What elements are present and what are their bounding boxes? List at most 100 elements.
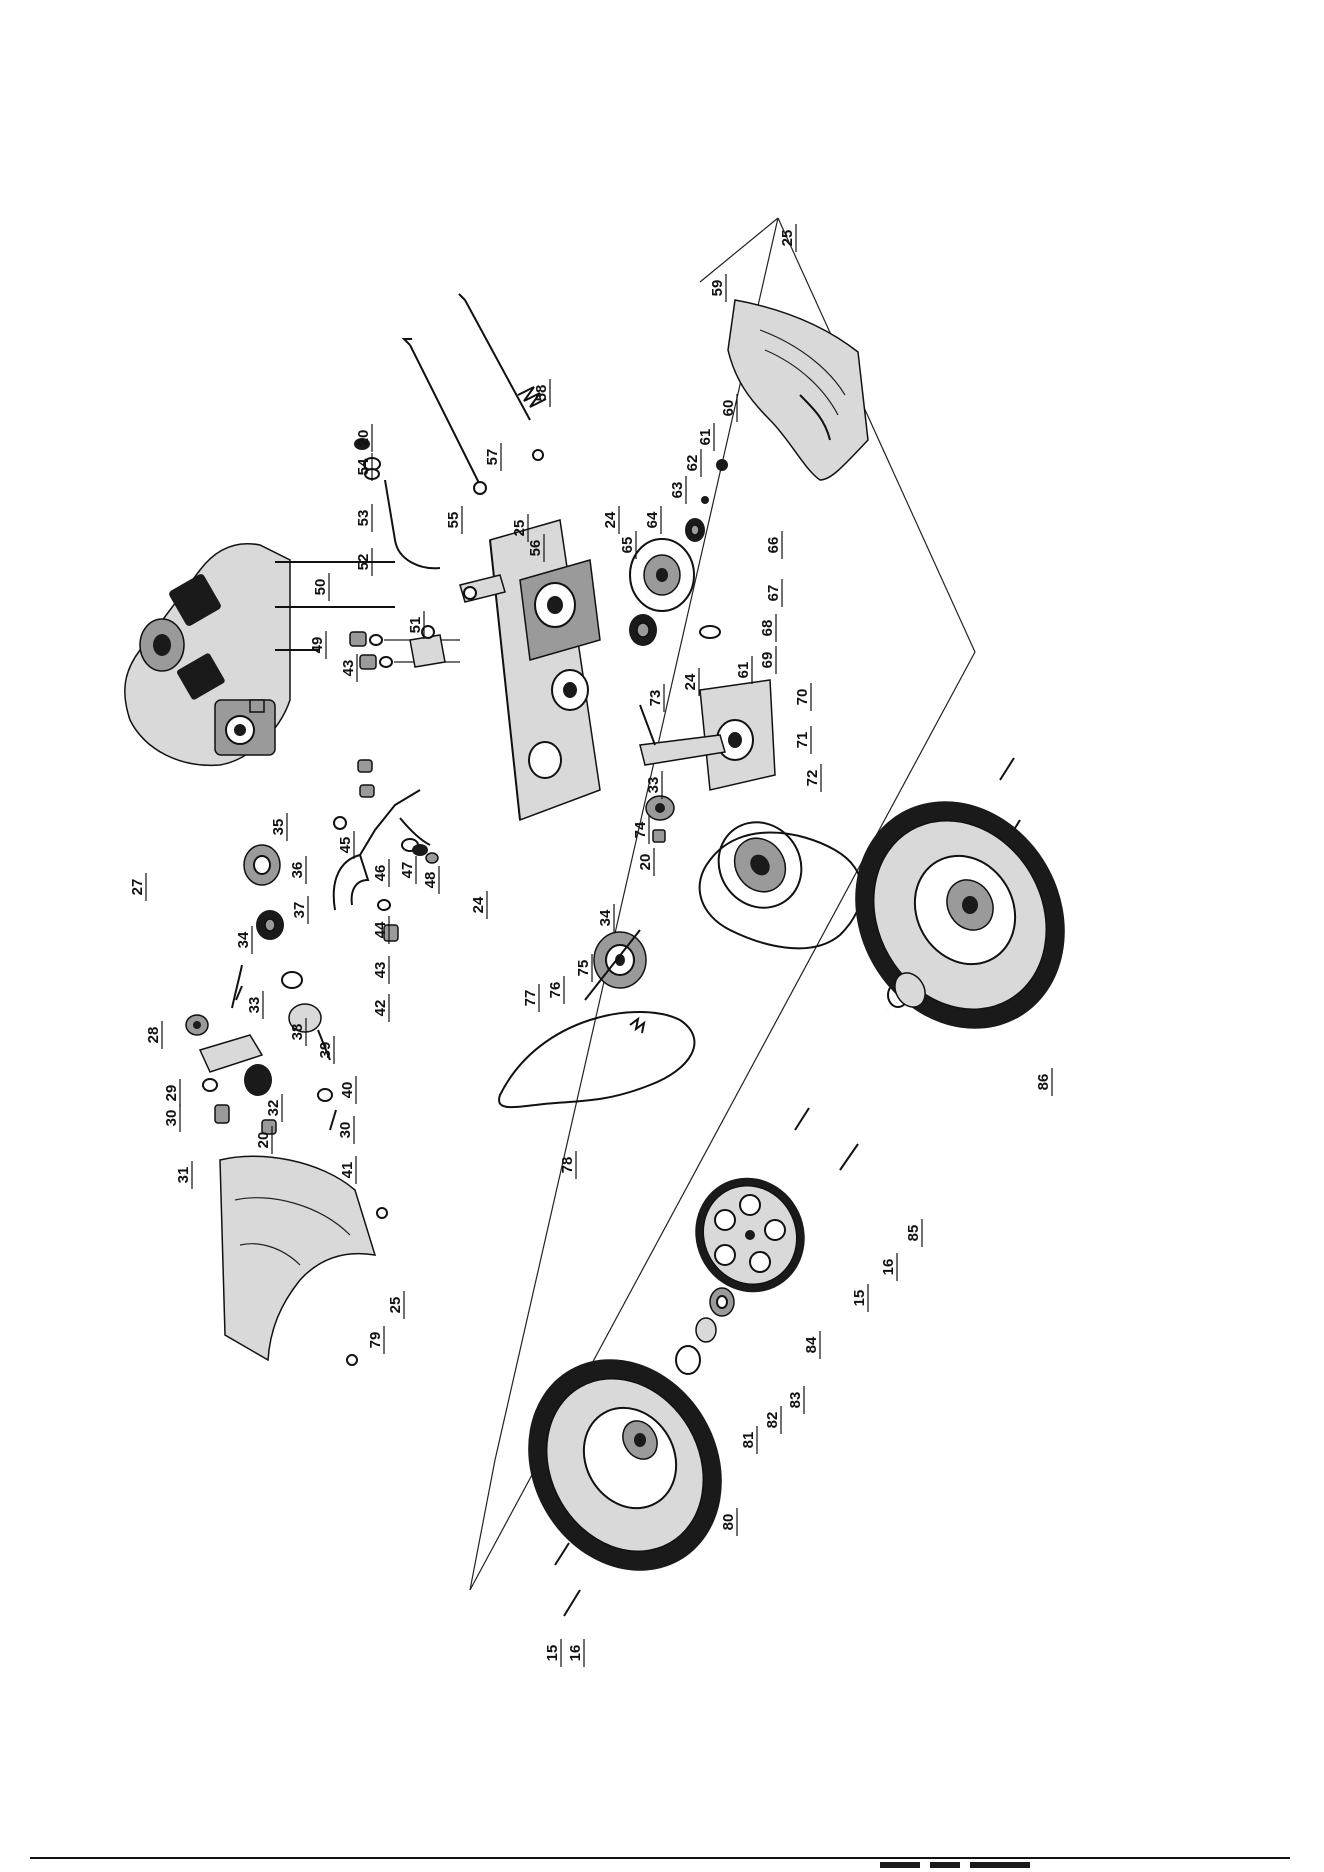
part-label-15: 15 — [851, 1290, 868, 1307]
part-label-20: 20 — [355, 430, 372, 447]
part-label-84: 84 — [803, 1336, 820, 1353]
part-label-38: 38 — [289, 1024, 306, 1041]
part-label-76: 76 — [547, 982, 564, 999]
part-label-79: 79 — [367, 1332, 384, 1349]
front-cover-79 — [220, 1156, 387, 1365]
part-label-69: 69 — [759, 652, 776, 669]
part-label-40: 40 — [339, 1082, 356, 1099]
part-label-25: 25 — [387, 1297, 404, 1314]
part-label-43: 43 — [372, 962, 389, 979]
idler-74 — [646, 796, 674, 842]
part-label-70: 70 — [794, 689, 811, 706]
part-label-34: 34 — [235, 931, 252, 948]
part-label-24: 24 — [470, 896, 487, 913]
part-label-60: 60 — [720, 400, 737, 417]
part-label-65: 65 — [619, 537, 636, 554]
part-label-61: 61 — [735, 662, 752, 679]
part-label-50: 50 — [312, 579, 329, 596]
part-label-30: 30 — [163, 1110, 180, 1127]
part-label-32: 32 — [265, 1100, 282, 1117]
pulley-36 — [244, 845, 330, 1060]
part-label-20: 20 — [637, 854, 654, 871]
part-label-54: 54 — [355, 458, 372, 475]
part-label-15: 15 — [544, 1645, 561, 1662]
part-label-51: 51 — [407, 617, 424, 634]
part-label-33: 33 — [246, 997, 263, 1014]
control-arm-52 — [354, 438, 505, 602]
clutch-assembly-75 — [585, 930, 646, 1033]
part-label-57: 57 — [484, 449, 501, 466]
part-label-35: 35 — [270, 819, 287, 836]
transmission-housing-56 — [490, 520, 600, 820]
part-label-33: 33 — [645, 777, 662, 794]
part-label-36: 36 — [289, 862, 306, 879]
part-label-30: 30 — [337, 1122, 354, 1139]
part-label-55: 55 — [445, 512, 462, 529]
drive-pulley-71 — [702, 806, 818, 924]
part-label-49: 49 — [309, 637, 326, 654]
part-label-82: 82 — [764, 1412, 781, 1429]
gear-84 — [677, 1160, 824, 1311]
part-label-86: 86 — [1035, 1074, 1052, 1091]
wheel-86 — [814, 763, 1105, 1067]
part-label-81: 81 — [740, 1432, 757, 1449]
part-label-44: 44 — [372, 921, 389, 938]
part-label-42: 42 — [372, 1000, 389, 1017]
footer-strip — [30, 1858, 1290, 1868]
part-label-45: 45 — [337, 837, 354, 854]
part-label-63: 63 — [669, 482, 686, 499]
part-label-85: 85 — [905, 1225, 922, 1242]
wheel-80 — [490, 1324, 759, 1607]
part-label-74: 74 — [632, 821, 649, 838]
part-label-78: 78 — [559, 1157, 576, 1174]
part-label-59: 59 — [709, 280, 726, 297]
part-label-66: 66 — [765, 537, 782, 554]
part-label-43: 43 — [340, 660, 357, 677]
part-label-31: 31 — [175, 1167, 192, 1184]
part-label-16: 16 — [567, 1645, 584, 1662]
part-label-68: 68 — [759, 620, 776, 637]
part-label-16: 16 — [880, 1259, 897, 1276]
part-label-20: 20 — [255, 1132, 272, 1149]
part-label-80: 80 — [720, 1514, 737, 1531]
part-label-58: 58 — [533, 385, 550, 402]
part-label-28: 28 — [145, 1027, 162, 1044]
lever-29 — [186, 965, 336, 1134]
part-label-41: 41 — [339, 1162, 356, 1179]
part-label-52: 52 — [355, 554, 372, 571]
belt-78 — [499, 1012, 694, 1107]
part-label-27: 27 — [129, 879, 146, 896]
part-label-77: 77 — [522, 990, 539, 1007]
linkage-rods — [404, 294, 546, 494]
part-label-24: 24 — [682, 673, 699, 690]
part-label-47: 47 — [399, 862, 416, 879]
part-label-62: 62 — [684, 455, 701, 472]
part-label-72: 72 — [804, 770, 821, 787]
part-label-64: 64 — [644, 511, 661, 528]
gear-65 — [629, 614, 657, 646]
engine-27 — [125, 544, 395, 766]
bearing-plate-67 — [700, 626, 775, 790]
part-label-24: 24 — [602, 511, 619, 528]
part-label-34: 34 — [597, 909, 614, 926]
side-cover-59 — [728, 300, 868, 480]
part-label-39: 39 — [317, 1042, 334, 1059]
spacers-81-83 — [676, 1288, 734, 1374]
part-label-53: 53 — [355, 510, 372, 527]
part-label-37: 37 — [291, 902, 308, 919]
part-label-56: 56 — [527, 540, 544, 557]
part-label-29: 29 — [163, 1085, 180, 1102]
axle-85 — [770, 983, 908, 1212]
part-label-25: 25 — [511, 520, 528, 537]
part-label-75: 75 — [575, 960, 592, 977]
part-label-46: 46 — [372, 865, 389, 882]
part-label-67: 67 — [765, 585, 782, 602]
part-label-25: 25 — [779, 230, 796, 247]
part-label-73: 73 — [647, 690, 664, 707]
part-label-61: 61 — [697, 429, 714, 446]
part-label-71: 71 — [794, 732, 811, 749]
part-label-83: 83 — [787, 1392, 804, 1409]
part-label-48: 48 — [422, 872, 439, 889]
